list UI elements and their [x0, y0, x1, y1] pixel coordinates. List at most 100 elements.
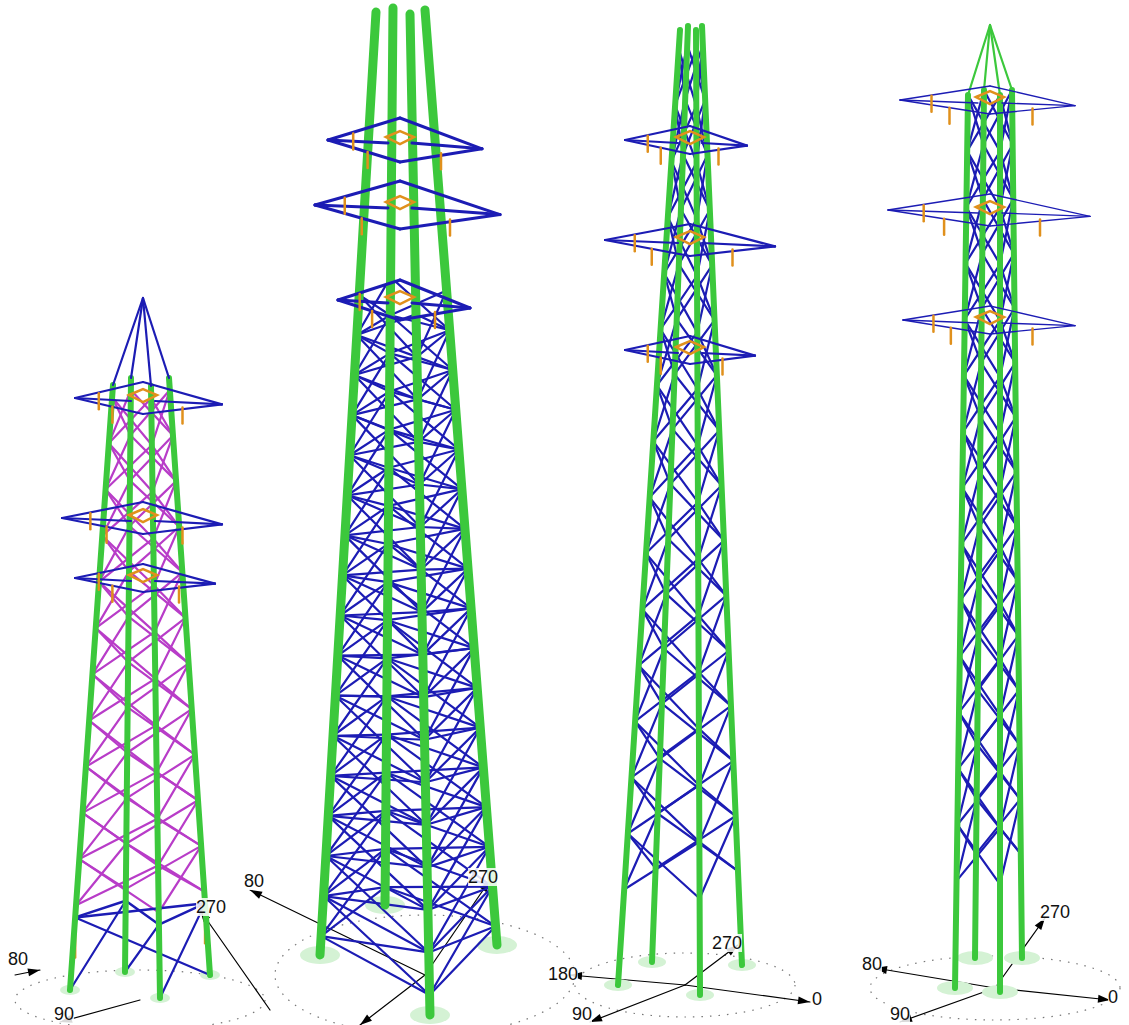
bracing: [424, 648, 474, 697]
bracing: [698, 430, 719, 502]
insulator: [1039, 220, 1042, 236]
bracing: [698, 615, 728, 650]
insulator: [1031, 328, 1034, 344]
insulator: [371, 311, 374, 327]
bracing: [331, 735, 387, 776]
insulator: [950, 328, 953, 344]
bracing: [390, 391, 459, 449]
insulator: [98, 393, 101, 409]
bracing: [417, 330, 450, 357]
bracing: [387, 696, 483, 767]
cross-arm: [990, 194, 1090, 216]
insulator: [731, 250, 734, 266]
bracing: [333, 735, 387, 736]
tower-leg: [652, 26, 688, 962]
insulator: [105, 527, 108, 543]
insulator: [361, 218, 364, 234]
cross-arm: [605, 240, 690, 256]
bracing: [158, 866, 204, 892]
bracing: [347, 495, 388, 506]
bracing: [628, 833, 656, 868]
bracing: [425, 648, 475, 740]
bracing: [426, 767, 483, 824]
bracing: [324, 896, 429, 952]
bracing: [352, 415, 389, 429]
compass-axis: [875, 968, 995, 988]
bracing: [335, 696, 423, 698]
arm-frame: [676, 231, 704, 244]
peak-member: [131, 298, 143, 378]
cross-arm: [75, 398, 143, 414]
bracing: [387, 648, 474, 658]
peak-member: [143, 298, 169, 378]
cross-arm: [338, 300, 400, 320]
bracing: [321, 887, 385, 936]
bracing: [96, 628, 128, 662]
bracing: [155, 679, 191, 709]
bracing: [423, 648, 474, 655]
bracing: [340, 616, 387, 621]
bracing: [628, 833, 700, 898]
insulator: [930, 96, 933, 112]
bracing: [650, 497, 669, 539]
bracing: [343, 575, 388, 582]
bracing: [154, 527, 179, 585]
bracing: [389, 430, 462, 490]
insulator: [647, 346, 650, 362]
bracing: [86, 767, 127, 798]
insulator: [922, 205, 925, 221]
arm-frame: [676, 131, 704, 144]
tower-leg: [320, 12, 376, 955]
insulator: [111, 407, 114, 423]
compass-label: 270: [712, 934, 742, 952]
insulator: [1031, 108, 1034, 124]
compass-label: 270: [196, 898, 226, 916]
bracing: [422, 608, 471, 612]
insulator: [948, 108, 951, 124]
arm-frame: [129, 389, 157, 402]
bracing: [156, 663, 189, 725]
bracing: [698, 541, 723, 616]
cross-arm: [625, 140, 690, 154]
peak-member: [990, 25, 1012, 90]
cross-arm: [900, 100, 978, 103]
insulator: [660, 358, 663, 374]
bracing: [343, 544, 389, 575]
cross-arm: [315, 205, 400, 229]
bracing: [429, 926, 496, 952]
compass-label: 90: [572, 1005, 592, 1023]
compass-label: 80: [244, 872, 264, 890]
cross-arm: [75, 398, 131, 401]
tower-leg: [151, 386, 160, 998]
bracing: [699, 651, 729, 729]
insulator: [660, 148, 663, 164]
peak-member: [968, 25, 990, 95]
arm-frame: [129, 569, 157, 582]
bracing: [79, 859, 126, 889]
insulator: [434, 312, 437, 328]
bracing: [157, 755, 195, 819]
cross-arm: [625, 140, 678, 143]
bracing: [425, 728, 481, 740]
bracing: [155, 618, 185, 679]
arm-frame: [386, 291, 414, 304]
bracing: [385, 887, 495, 926]
arm-frame: [976, 91, 1004, 104]
compass-axis: [425, 880, 490, 975]
bracing: [340, 582, 388, 615]
compass-label: 80: [8, 950, 28, 968]
compass-arrowhead: [798, 996, 810, 1004]
bracing: [326, 773, 386, 856]
cross-arm: [155, 401, 222, 404]
bracing: [321, 849, 385, 936]
bracing: [109, 443, 130, 480]
cross-arm: [338, 300, 388, 303]
cross-arm: [412, 143, 482, 149]
tower-leg: [997, 95, 1003, 992]
arm-frame: [976, 311, 1004, 324]
cross-arm: [75, 578, 131, 581]
cross-arm: [625, 350, 678, 353]
bracing: [699, 785, 736, 816]
